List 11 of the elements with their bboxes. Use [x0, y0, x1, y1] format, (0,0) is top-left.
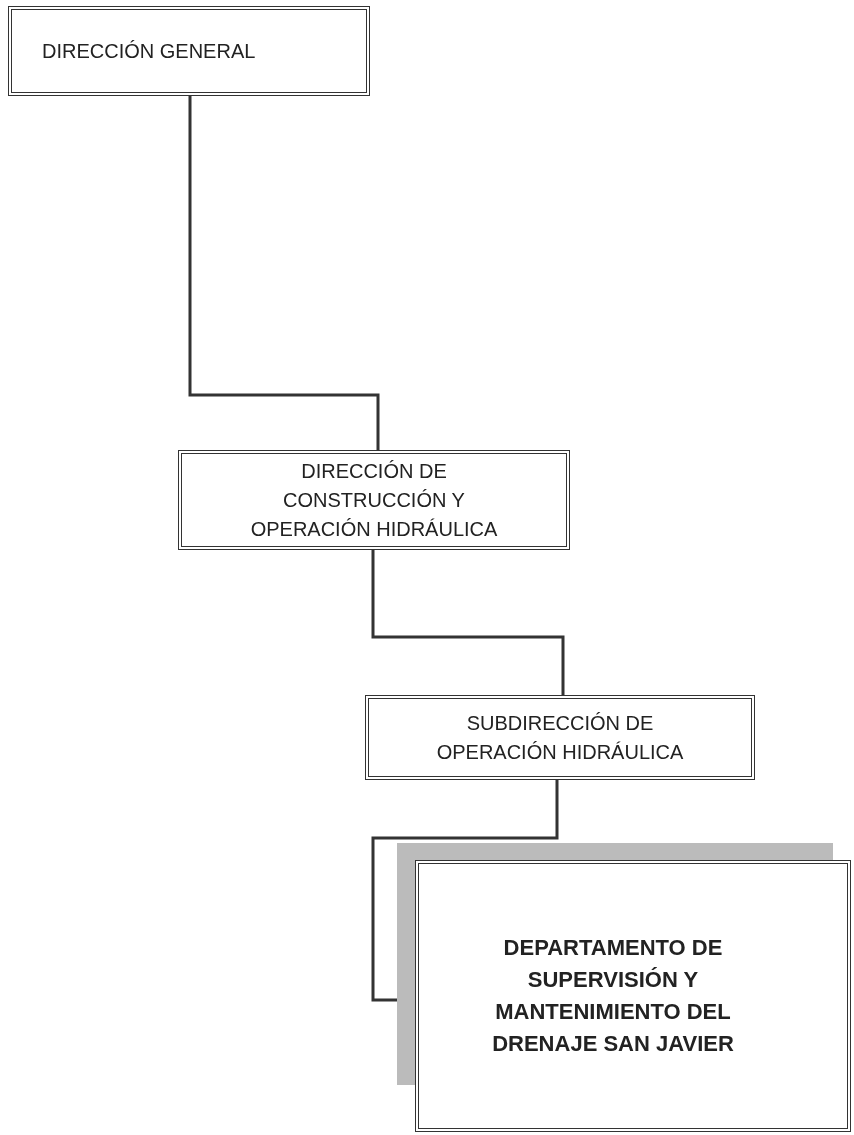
box-title: DIRECCIÓN DE CONSTRUCCIÓN Y OPERACIÓN HIDRÁULICA — [249, 458, 499, 542]
org-box — [178, 450, 570, 550]
connector-line — [188, 96, 380, 450]
org-box — [8, 6, 370, 96]
box-title: DIRECCIÓN GENERAL — [42, 38, 256, 64]
connector-line — [371, 780, 559, 1002]
org-box — [415, 860, 851, 1132]
connector-line — [371, 550, 565, 695]
org-box — [365, 695, 755, 780]
box-title: DEPARTAMENTO DE SUPERVISIÓN Y MANTENIMIENTO DEL DRENAJE SAN JAVIER — [491, 934, 735, 1058]
box-title: SUBDIRECCIÓN DE OPERACIÓN HIDRÁULICA — [435, 710, 685, 765]
